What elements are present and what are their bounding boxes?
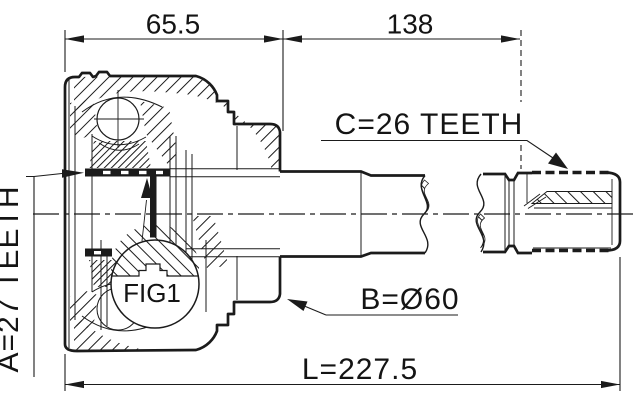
ball-crosshair <box>94 90 144 148</box>
label-outer-spline: C=26 TEETH <box>335 108 524 141</box>
arrow-outer-spline <box>548 152 568 169</box>
spline-tooth-hatch <box>111 224 199 276</box>
snap-ring-groove <box>504 174 515 252</box>
dim-total-length-text: L=227.5 <box>302 353 418 386</box>
figure-callout-label: FIG1 <box>123 278 181 308</box>
housing-interior-lines <box>68 79 280 348</box>
figure-detail-callout: FIG1 <box>110 178 200 329</box>
leader-inner-spline <box>26 172 63 178</box>
inner-race-spline-band <box>85 168 170 257</box>
label-inner-spline: A=27 TEETH <box>0 185 25 372</box>
leader-outer-spline <box>321 139 557 161</box>
spline-tooth-profile <box>112 263 198 277</box>
label-diameter: B=Ø60 <box>360 283 459 316</box>
spline-shaft-end <box>523 170 613 253</box>
drive-shaft <box>280 170 622 258</box>
cv-joint-housing <box>63 70 282 353</box>
shaft-spline-bar <box>150 176 157 238</box>
arrow-inner-spline <box>62 169 84 178</box>
arrow-diameter <box>287 299 308 311</box>
callout-arrow <box>141 178 153 198</box>
dim-shaft-length-text: 138 <box>387 9 434 40</box>
spline-section-band <box>530 191 613 204</box>
dim-housing-width-text: 65.5 <box>146 9 201 40</box>
dimension-arrows <box>62 35 620 389</box>
